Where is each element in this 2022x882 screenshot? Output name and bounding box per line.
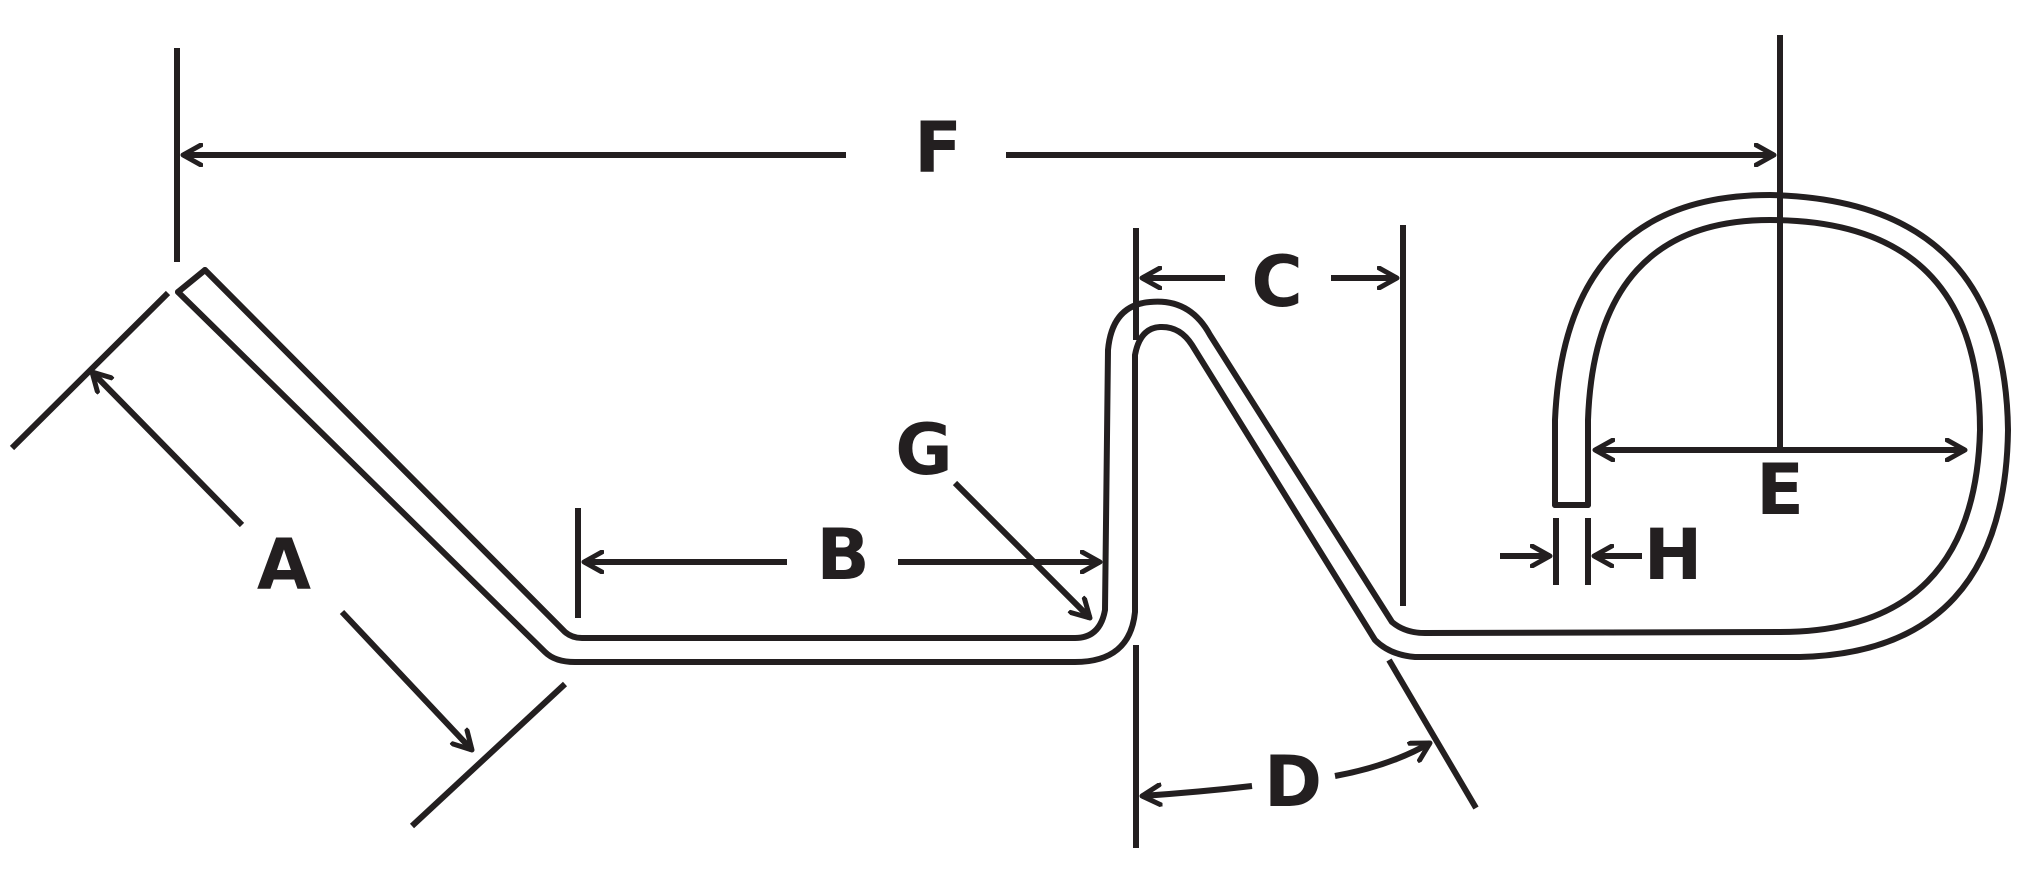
dim-c-label: C [1251,241,1302,323]
dim-d-arc-left [1142,786,1253,796]
dim-a-extension-bottom [409,681,568,829]
dim-a-arrow-up [92,372,245,528]
dim-f-label: F [914,107,962,189]
dim-g-leader [952,480,1090,618]
wire-outline-lower [175,192,2011,665]
dim-b-label: B [816,514,869,596]
dim-d-extension-angled [1386,658,1479,810]
dim-e-label: E [1756,449,1804,531]
dimension-lines [9,35,1965,848]
wire-end-cap-left [175,267,208,295]
wire-form [175,192,2011,665]
dim-d-arc-right [1334,740,1430,779]
dimension-labels: A B C D E F G H [257,107,1804,823]
wire-outline-upper [202,217,1983,641]
dim-h-label: H [1644,514,1703,596]
dim-d-label: D [1264,741,1322,823]
dim-g-label: G [895,409,952,491]
dim-a-arrow-down [339,609,472,750]
dim-a-label: A [257,524,311,606]
